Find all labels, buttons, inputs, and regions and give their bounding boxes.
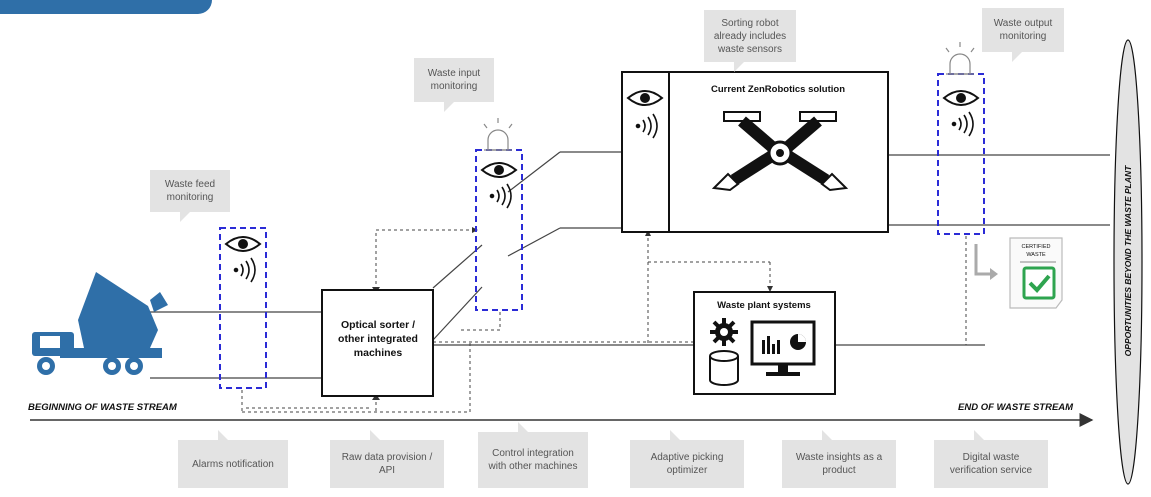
stream-end-label: END OF WASTE STREAM: [958, 402, 1074, 413]
data-lines: [241, 229, 967, 413]
signal-waves-icon: [635, 113, 658, 139]
dashboard-monitor-icon: [750, 320, 816, 376]
signal-waves-icon: [233, 257, 256, 283]
callout-sorting-robot: Sorting robot already includes waste sen…: [704, 10, 796, 72]
signal-waves-icon: [489, 183, 512, 209]
waste-plant-systems-label: Waste plant systems: [717, 300, 811, 311]
eye-icon: [626, 90, 664, 106]
callout-waste-output: Waste output monitoring: [982, 8, 1064, 62]
dump-truck-icon: [32, 272, 168, 375]
opportunities-label: OPPORTUNITIES BEYOND THE WASTE PLANT: [1123, 165, 1133, 357]
eye-icon: [942, 90, 980, 106]
zenrobotics-box: [621, 71, 889, 233]
eye-icon: [224, 236, 262, 252]
header-tab: [0, 0, 212, 14]
callout-raw-data: Raw data provision / API: [330, 430, 444, 488]
callout-waste-feed: Waste feed monitoring: [150, 170, 230, 222]
opportunities-ellipse: [1113, 39, 1143, 485]
conveyor-lines: [150, 151, 1110, 379]
optical-sorter-label: Optical sorter / other integrated machin…: [338, 319, 418, 359]
robot-arm-icon: [711, 111, 849, 192]
stream-beginning-label: BEGINNING OF WASTE STREAM: [28, 402, 177, 413]
alarm-beacon-icon: [483, 118, 513, 151]
alarm-beacon-icon: [945, 42, 975, 75]
certificate-line2: WASTE: [1026, 252, 1046, 258]
gear-icon: [710, 318, 738, 346]
eye-icon: [480, 162, 518, 178]
signal-waves-icon: [951, 111, 974, 137]
callout-waste-input: Waste input monitoring: [414, 58, 494, 112]
callout-digital-verification: Digital waste verification service: [934, 430, 1048, 488]
arrow-right-icon: [974, 244, 992, 276]
optical-sorter-box: [321, 289, 434, 397]
callout-waste-insights: Waste insights as a product: [782, 430, 896, 488]
callout-adaptive-picking: Adaptive picking optimizer: [630, 430, 744, 488]
waste-feed-monitor-box: [219, 227, 267, 389]
checkmark-icon: [1028, 274, 1051, 293]
callout-alarms-notification: Alarms notification: [178, 430, 288, 488]
zenrobotics-label: Current ZenRobotics solution: [710, 84, 846, 95]
callout-control-integration: Control integration with other machines: [478, 422, 588, 488]
database-icon: [709, 350, 739, 386]
certificate-icon: [1009, 237, 1063, 309]
certificate-line1: CERTIFIED: [1021, 244, 1051, 250]
